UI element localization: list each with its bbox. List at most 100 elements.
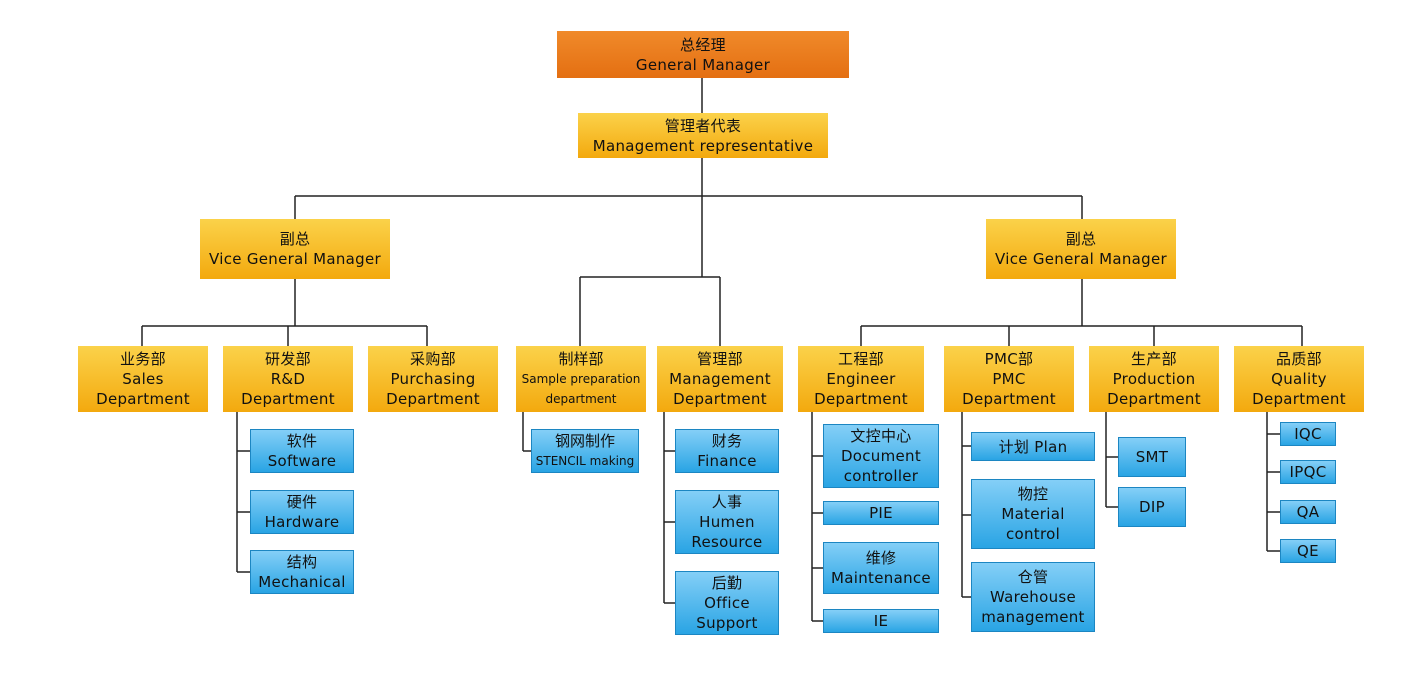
management-department-en2: Department <box>673 390 767 408</box>
hardware-cn: 硬件 <box>286 493 318 511</box>
office-support-en2: Support <box>696 614 758 632</box>
sales-department-en2: Department <box>96 390 190 408</box>
maintenance-en: Maintenance <box>831 569 931 587</box>
engineer-department-en2: Department <box>814 390 908 408</box>
production-department-en1: Production <box>1112 370 1196 388</box>
iqc-box: IQC <box>1280 422 1336 446</box>
sample-preparation-department-en1: Sample preparation <box>521 372 641 386</box>
ipqc-label: IPQC <box>1289 463 1327 481</box>
mechanical-box: 结构 Mechanical <box>250 550 354 594</box>
stencil-making-en: STENCIL making <box>535 454 635 468</box>
office-support-box: 后勤 Office Support <box>675 571 779 635</box>
rd-department-en2: Department <box>241 390 335 408</box>
quality-department-en1: Quality <box>1271 370 1327 388</box>
management-representative-cn: 管理者代表 <box>664 116 742 135</box>
document-controller-en1: Document <box>840 447 922 465</box>
human-resource-cn: 人事 <box>711 493 743 511</box>
sample-preparation-department-cn: 制样部 <box>558 350 604 368</box>
vice-general-manager-left-cn: 副总 <box>279 230 311 248</box>
software-box: 软件 Software <box>250 429 354 473</box>
dip-box: DIP <box>1118 487 1186 527</box>
vice-general-manager-left-box: 副总 Vice General Manager <box>200 219 390 279</box>
engineer-department-box: 工程部 Engineer Department <box>798 346 924 412</box>
production-department-box: 生产部 Production Department <box>1089 346 1219 412</box>
hardware-box: 硬件 Hardware <box>250 490 354 534</box>
qa-label: QA <box>1296 503 1320 521</box>
hardware-en: Hardware <box>264 513 340 531</box>
engineer-department-cn: 工程部 <box>838 350 884 368</box>
management-department-en1: Management <box>669 370 771 388</box>
finance-box: 财务 Finance <box>675 429 779 473</box>
vice-general-manager-right-en: Vice General Manager <box>995 250 1167 268</box>
purchasing-department-box: 采购部 Purchasing Department <box>368 346 498 412</box>
iqc-label: IQC <box>1294 425 1322 443</box>
finance-cn: 财务 <box>711 432 743 450</box>
general-manager-box: 总经理 General Manager <box>557 31 849 78</box>
production-department-en2: Department <box>1107 390 1201 408</box>
warehouse-management-en1: Warehouse <box>989 588 1077 606</box>
management-department-box: 管理部 Management Department <box>657 346 783 412</box>
material-control-box: 物控 Material control <box>971 479 1095 549</box>
software-en: Software <box>267 452 337 470</box>
management-representative-en: Management representative <box>592 136 814 155</box>
rd-department-en1: R&D <box>270 370 306 388</box>
office-support-en1: Office <box>704 594 750 612</box>
mechanical-cn: 结构 <box>286 553 318 571</box>
general-manager-en: General Manager <box>635 55 771 74</box>
material-control-en2: control <box>1005 525 1061 543</box>
vice-general-manager-right-box: 副总 Vice General Manager <box>986 219 1176 279</box>
management-department-cn: 管理部 <box>697 350 743 368</box>
human-resource-en2: Resource <box>691 533 763 551</box>
document-controller-box: 文控中心 Document controller <box>823 424 939 488</box>
sales-department-en1: Sales <box>122 370 164 388</box>
sample-preparation-department-en2: department <box>545 392 617 406</box>
qe-label: QE <box>1297 542 1319 560</box>
vice-general-manager-left-en: Vice General Manager <box>209 250 381 268</box>
pie-label: PIE <box>869 504 893 522</box>
dip-label: DIP <box>1139 498 1165 516</box>
pmc-department-cn: PMC部 <box>984 350 1034 368</box>
production-department-cn: 生产部 <box>1131 350 1177 368</box>
sales-department-cn: 业务部 <box>120 350 166 368</box>
sample-preparation-department-box: 制样部 Sample preparation department <box>516 346 646 412</box>
software-cn: 软件 <box>286 432 318 450</box>
plan-label: 计划 Plan <box>998 437 1068 456</box>
purchasing-department-cn: 采购部 <box>410 350 456 368</box>
pmc-department-box: PMC部 PMC Department <box>944 346 1074 412</box>
maintenance-cn: 维修 <box>865 549 897 567</box>
finance-en: Finance <box>697 452 757 470</box>
management-representative-box: 管理者代表 Management representative <box>578 113 828 158</box>
ie-box: IE <box>823 609 939 633</box>
ie-label: IE <box>873 612 889 630</box>
quality-department-cn: 品质部 <box>1276 350 1322 368</box>
material-control-en1: Material <box>1001 505 1065 523</box>
general-manager-cn: 总经理 <box>680 35 726 54</box>
document-controller-cn: 文控中心 <box>850 427 912 445</box>
ipqc-box: IPQC <box>1280 460 1336 484</box>
qe-box: QE <box>1280 539 1336 563</box>
stencil-making-box: 钢网制作 STENCIL making <box>531 429 639 473</box>
engineer-department-en1: Engineer <box>826 370 896 388</box>
warehouse-management-cn: 仓管 <box>1017 568 1049 586</box>
purchasing-department-en1: Purchasing <box>390 370 476 388</box>
pmc-department-en2: Department <box>962 390 1056 408</box>
sales-department-box: 业务部 Sales Department <box>78 346 208 412</box>
pmc-department-en1: PMC <box>992 370 1026 388</box>
pie-box: PIE <box>823 501 939 525</box>
smt-box: SMT <box>1118 437 1186 477</box>
purchasing-department-en2: Department <box>386 390 480 408</box>
material-control-cn: 物控 <box>1017 485 1049 503</box>
warehouse-management-box: 仓管 Warehouse management <box>971 562 1095 632</box>
smt-label: SMT <box>1135 448 1169 466</box>
qa-box: QA <box>1280 500 1336 524</box>
vice-general-manager-right-cn: 副总 <box>1065 230 1097 248</box>
stencil-making-cn: 钢网制作 <box>554 432 615 450</box>
office-support-cn: 后勤 <box>711 574 743 592</box>
plan-box: 计划 Plan <box>971 432 1095 461</box>
maintenance-box: 维修 Maintenance <box>823 542 939 594</box>
human-resource-en1: Humen <box>699 513 755 531</box>
rd-department-cn: 研发部 <box>265 350 311 368</box>
document-controller-en2: controller <box>843 467 919 485</box>
